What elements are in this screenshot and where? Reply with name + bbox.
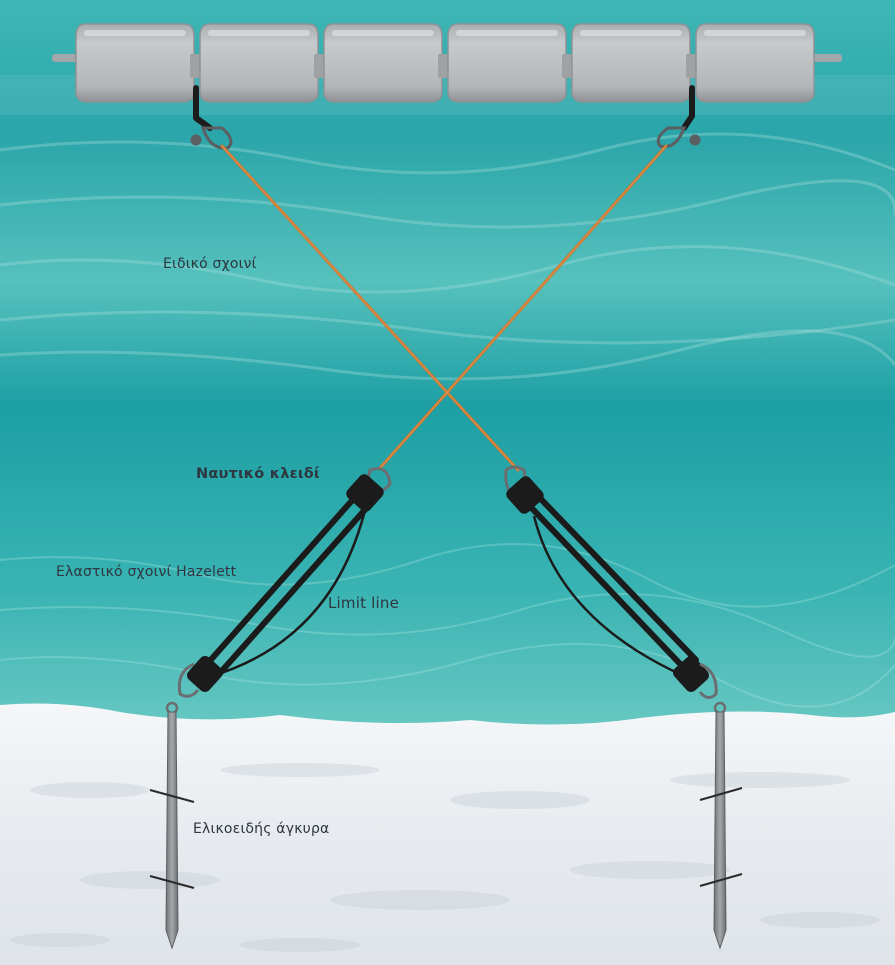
left-top-clamp [346, 474, 384, 512]
float-highlight [456, 30, 558, 36]
float-module [695, 23, 815, 103]
seabed-sand [0, 703, 895, 965]
special-rope-label: Ειδικό σχοινί [163, 256, 257, 272]
float-module [571, 23, 691, 103]
float-highlight [208, 30, 310, 36]
float-module [447, 23, 567, 103]
left-anchor-helix-lower [149, 875, 195, 889]
special-ropes [220, 144, 668, 472]
left-elastic-rope [197, 493, 373, 685]
upper-left-shackle [200, 126, 233, 150]
sand-texture [10, 763, 880, 952]
right-elastic-rope [521, 491, 699, 671]
left-bottom-shackle [177, 662, 200, 698]
float-highlight [332, 30, 434, 36]
right-top-clamp [506, 476, 544, 514]
upper-right-shackle [656, 126, 687, 149]
float-module [323, 23, 443, 103]
elastic-rope-label: Ελαστικό σχοινί Hazelett [56, 564, 237, 580]
water-caustics [0, 543, 895, 708]
water-ripples [0, 132, 895, 381]
left-bottom-clamp [187, 655, 223, 693]
float-line [52, 23, 842, 103]
left-anchor-helix-upper [149, 789, 195, 803]
right-elastic-assembly [504, 465, 718, 699]
left-elastic-assembly [177, 467, 392, 698]
float-group [75, 23, 815, 103]
right-helical-anchor [699, 701, 743, 950]
helical-anchor-label: Ελικοειδής άγκυρα [193, 821, 330, 837]
left-bracket [193, 85, 213, 131]
float-module [199, 23, 319, 103]
left-limit-line [211, 513, 366, 678]
float-brackets [193, 85, 695, 131]
right-limit-line [532, 515, 685, 678]
right-bracket [681, 85, 695, 131]
shackle-label: Ναυτικό κλειδί [196, 466, 320, 482]
float-highlight [580, 30, 682, 36]
water-background [0, 0, 895, 740]
float-highlight [84, 30, 186, 36]
upper-shackles [190, 126, 701, 150]
right-anchor-helix-upper [699, 787, 743, 801]
limit-line-label: Limit line [328, 594, 400, 612]
float-highlight [704, 30, 806, 36]
right-anchor-helix-lower [699, 873, 743, 887]
right-bottom-shackle [698, 662, 718, 699]
left-helical-anchor [149, 701, 195, 950]
float-module [75, 23, 195, 103]
